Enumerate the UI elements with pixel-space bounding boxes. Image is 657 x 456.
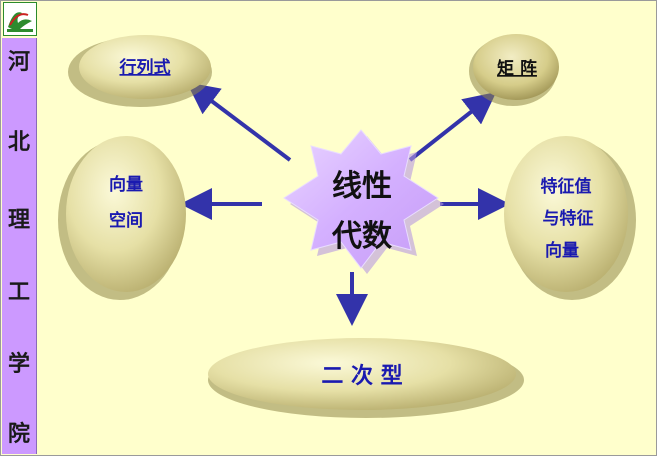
node-eigen-line1: 特征值	[541, 176, 592, 197]
node-vector-space-line1: 向量	[109, 174, 143, 195]
school-name-char-6: 院	[7, 421, 30, 447]
node-quadratic: 二 次 型	[208, 338, 524, 418]
node-eigen: 特征值 与特征 向量	[504, 136, 636, 300]
node-vector-space-line2: 空间	[109, 210, 143, 231]
center-star: 线性 代数	[283, 129, 444, 274]
node-determinant: 行列式	[68, 35, 212, 107]
school-name-char-2: 北	[7, 129, 30, 155]
school-name-char-5: 学	[7, 351, 30, 377]
school-name-char-4: 工	[7, 279, 30, 305]
node-eigen-line2: 与特征	[543, 208, 594, 229]
node-vector-space: 向量 空间	[58, 136, 186, 300]
school-name-sidebar: 河 北 理 工 学 院	[2, 38, 37, 454]
logo-icon	[5, 4, 35, 34]
school-name-char-3: 理	[7, 207, 30, 233]
node-determinant-label: 行列式	[119, 57, 171, 78]
node-quadratic-label: 二 次 型	[321, 363, 402, 389]
arrow-to-determinant	[186, 82, 292, 162]
arrow-to-matrix	[408, 92, 497, 162]
node-matrix: 矩 阵	[469, 34, 559, 106]
center-title-line2: 代数	[331, 219, 393, 254]
node-eigen-line3: 向量	[545, 240, 579, 261]
school-name-char-1: 河	[7, 49, 30, 75]
node-matrix-label: 矩 阵	[497, 58, 537, 79]
school-logo	[3, 2, 37, 36]
center-star-shape	[283, 129, 439, 269]
center-title-line1: 线性	[332, 169, 392, 204]
